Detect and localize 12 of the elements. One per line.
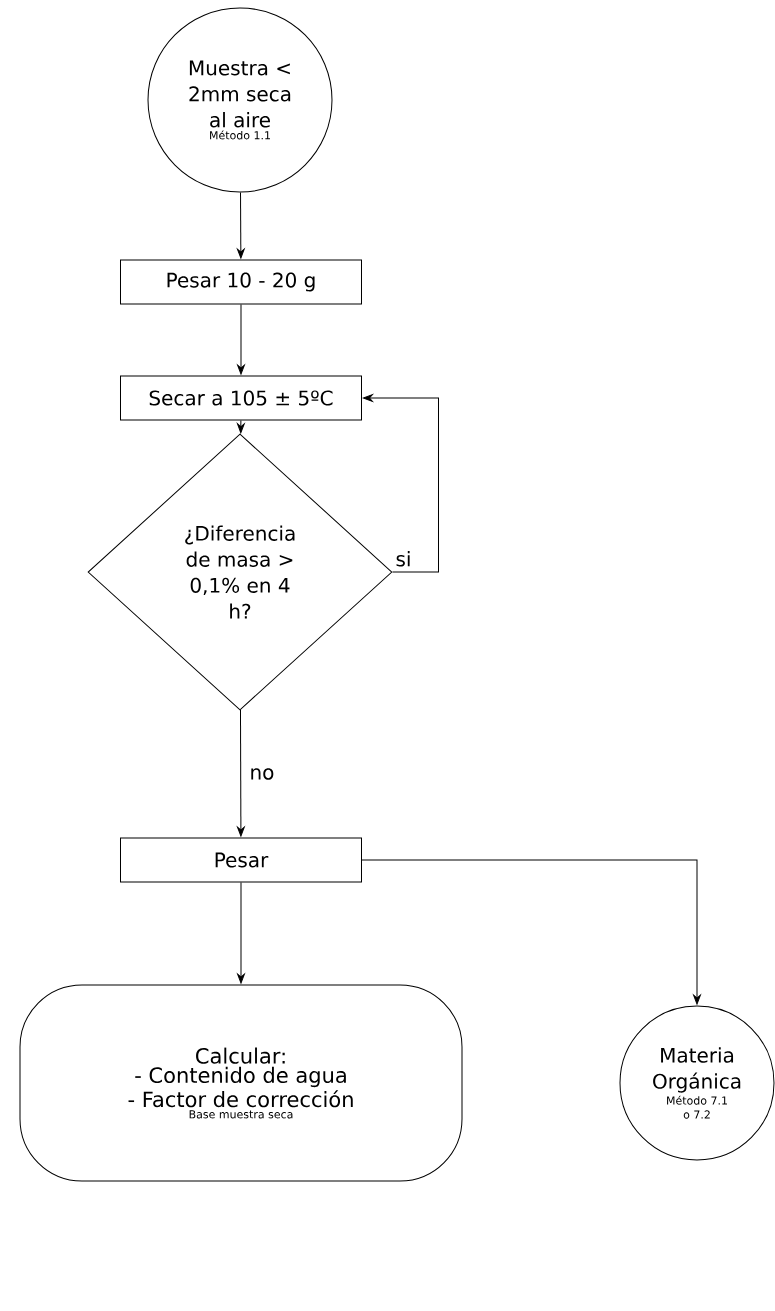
process-box: Pesar 10 - 20 g bbox=[120, 259, 362, 305]
arrow bbox=[237, 304, 245, 375]
process-box: Pesar bbox=[120, 837, 362, 883]
arrow bbox=[236, 192, 245, 259]
arrow bbox=[237, 709, 245, 837]
arrow bbox=[237, 882, 245, 984]
edge-label: no bbox=[248, 767, 276, 781]
edge-label: si bbox=[394, 550, 413, 568]
process-box: Secar a 105 ± 5ºC bbox=[120, 375, 362, 421]
arrow bbox=[361, 859, 701, 1005]
arrow bbox=[236, 420, 245, 434]
arrow bbox=[362, 394, 439, 573]
